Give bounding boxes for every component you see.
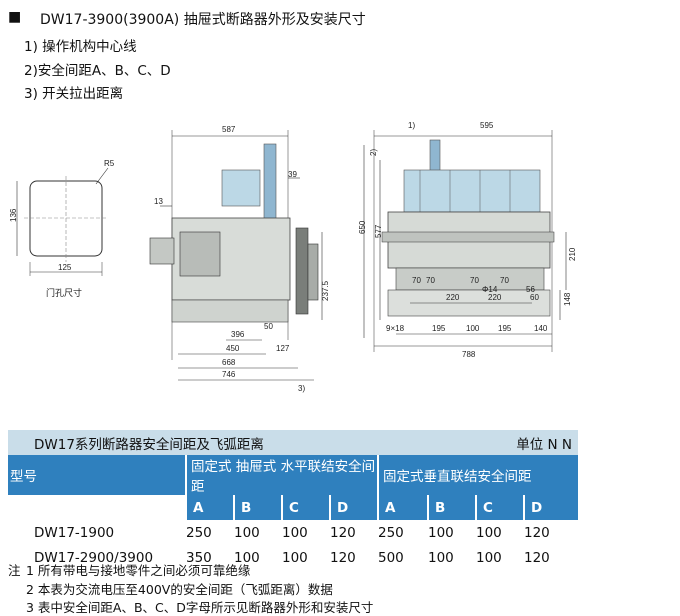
dim-70-c: 70 [470, 276, 479, 285]
cell-value: 100 [428, 524, 454, 541]
letter-d-2: D [523, 495, 578, 520]
dim-668: 668 [222, 358, 236, 367]
dim-70-b: 70 [426, 276, 435, 285]
dim-127: 127 [276, 344, 290, 353]
page-title: DW17-3900(3900A) 抽屉式断路器外形及安装尺寸 [40, 12, 366, 28]
dim-39: 39 [288, 170, 297, 179]
dim-237-5: 237.5 [321, 280, 330, 301]
mark-3: 3) [298, 384, 305, 393]
side-view-drawing [149, 130, 323, 381]
dim-788: 788 [462, 350, 476, 359]
legend-item-2: 2)安全间距A、B、C、D [24, 63, 171, 79]
dim-9x18: 9×18 [386, 324, 405, 333]
dim-396: 396 [231, 330, 245, 339]
table-unit: 单位 N N [428, 430, 578, 455]
front-view-drawing [363, 130, 567, 352]
dim-phi14: Φ14 [482, 285, 498, 294]
door-hole-drawing [16, 167, 109, 276]
dim-195-a: 195 [432, 324, 446, 333]
dim-100-a: 100 [466, 324, 480, 333]
cell-value: 500 [378, 549, 404, 566]
row-model: DW17-2900/3900 [34, 549, 154, 566]
letter-d-1: D [329, 495, 378, 520]
dim-13: 13 [154, 197, 163, 206]
table-header-row: 型号 固定式 抽屉式 水平联结安全间距 固定式垂直联结安全间距 [8, 455, 578, 495]
cell-value: 120 [524, 549, 550, 566]
cell-value: 250 [378, 524, 404, 541]
dim-595: 595 [480, 121, 494, 130]
cell-value: 120 [330, 524, 356, 541]
cell-value: 100 [476, 549, 502, 566]
dim-587: 587 [222, 125, 236, 134]
dim-70-a: 70 [412, 276, 421, 285]
dim-50: 50 [264, 322, 273, 331]
dim-450: 450 [226, 344, 240, 353]
row-model: DW17-1900 [34, 524, 115, 541]
cell-value: 350 [186, 549, 212, 566]
legend-item-3: 3) 开关拉出距离 [24, 86, 124, 102]
technical-drawings: R5 136 125 门孔尺寸 587 39 13 237.5 396 50 4… [9, 121, 577, 393]
cell-value: 100 [476, 524, 502, 541]
table-title: DW17系列断路器安全间距及飞弧距离 [8, 430, 428, 455]
note-2: 2 本表为交流电压至400V的安全间距（飞弧距离）数据 [26, 582, 333, 597]
note-prefix: 注 [8, 563, 21, 578]
dim-140: 140 [534, 324, 548, 333]
dim-220-b: 220 [488, 293, 502, 302]
dim-746: 746 [222, 370, 236, 379]
safety-clearance-table: DW17系列断路器安全间距及飞弧距离 单位 N N 型号 固定式 抽屉式 水平联… [8, 430, 578, 570]
dim-60: 60 [530, 293, 539, 302]
dim-56: 56 [526, 285, 535, 294]
group-header-horizontal: 固定式 抽屉式 水平联结安全间距 [185, 455, 378, 495]
dim-577: 577 [374, 224, 383, 238]
mark-1: 1) [408, 121, 415, 130]
mark-2: 2) [369, 149, 378, 156]
letter-a-1: A [185, 495, 234, 520]
dim-148: 148 [563, 292, 572, 306]
table-letter-row: A B C D A B C D [8, 495, 578, 520]
door-hole-caption: 门孔尺寸 [46, 287, 82, 298]
dim-650: 650 [358, 220, 367, 234]
legend-item-1: 1) 操作机构中心线 [24, 39, 137, 55]
cell-value: 100 [428, 549, 454, 566]
dim-125: 125 [58, 263, 72, 272]
dim-210: 210 [568, 247, 577, 261]
cell-value: 120 [524, 524, 550, 541]
group-header-vertical: 固定式垂直联结安全间距 [377, 455, 578, 495]
letter-b-2: B [427, 495, 476, 520]
dim-70-d: 70 [500, 276, 509, 285]
letter-c-1: C [281, 495, 330, 520]
cell-value: 250 [186, 524, 212, 541]
letter-c-2: C [475, 495, 524, 520]
dim-r5: R5 [104, 159, 115, 168]
model-header: 型号 [8, 455, 186, 495]
letter-a-2: A [377, 495, 428, 520]
cell-value: 100 [282, 549, 308, 566]
dim-220-a: 220 [446, 293, 460, 302]
table-title-row: DW17系列断路器安全间距及飞弧距离 单位 N N [8, 430, 578, 455]
bullet-square: ■ [8, 9, 22, 25]
note-1: 1 所有带电与接地零件之间必须可靠绝缘 [26, 563, 251, 578]
table-row: DW17-1900 250 100 100 120 250 100 100 12… [8, 520, 578, 545]
cell-value: 100 [234, 524, 260, 541]
cell-value: 100 [282, 524, 308, 541]
dim-195-b: 195 [498, 324, 512, 333]
table-row: DW17-2900/3900 350 100 100 120 500 100 1… [8, 545, 578, 570]
cell-value: 120 [330, 549, 356, 566]
letter-b-1: B [233, 495, 282, 520]
cell-value: 100 [234, 549, 260, 566]
dim-136: 136 [9, 208, 18, 222]
note-3: 3 表中安全间距A、B、C、D字母所示见断路器外形和安装尺寸 [26, 600, 374, 615]
